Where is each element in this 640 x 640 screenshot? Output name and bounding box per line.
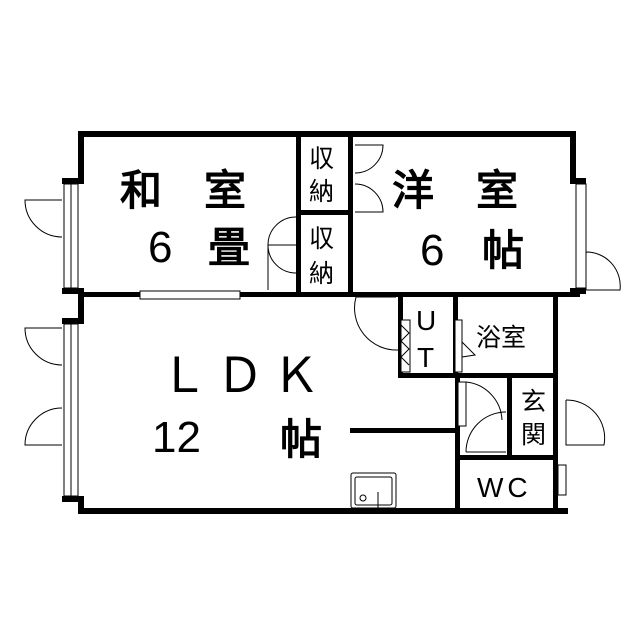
entrance-label-1: 玄 [521, 387, 546, 416]
washitsu-label: 和 室 [120, 166, 246, 215]
washitsu-size-number: 6 [148, 223, 172, 272]
bath-label: 浴室 [476, 323, 526, 352]
doors [24, 144, 621, 453]
storage-lower-label-2: 納 [309, 259, 334, 288]
wc-label: WC [477, 472, 532, 503]
storage-lower-label-1: 収 [309, 224, 334, 253]
ldk-size-unit: 帖 [280, 415, 322, 464]
utility-label-t: T [417, 342, 434, 373]
yoshitsu-size-number: 6 [420, 226, 444, 275]
yoshitsu-size-unit: 帖 [482, 226, 524, 275]
ldk-size-number: 12 [152, 413, 201, 462]
utility-label-u: U [416, 305, 436, 336]
washitsu-size-unit: 畳 [208, 223, 250, 272]
storage-upper-label-2: 納 [309, 177, 334, 206]
yoshitsu-label: 洋 室 [392, 166, 518, 215]
ldk-label: ＬＤＫ [160, 350, 328, 403]
kitchen-sink-icon [350, 472, 397, 509]
storage-upper-label-1: 収 [309, 144, 334, 173]
windows [63, 183, 587, 497]
entrance-label-2: 関 [521, 420, 546, 449]
